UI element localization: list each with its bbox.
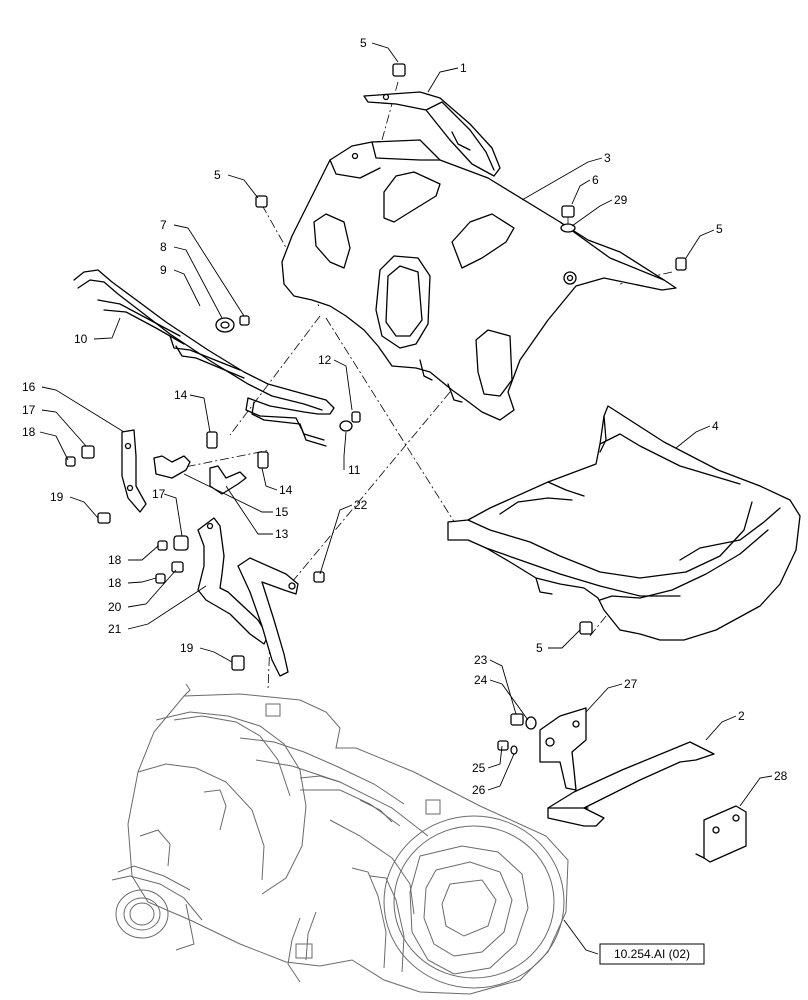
callout-23: 23	[474, 653, 488, 667]
callout-19: 19	[180, 641, 194, 655]
callout-14: 14	[279, 483, 293, 497]
callout-18: 18	[22, 425, 36, 439]
bracket-16	[121, 429, 147, 513]
callout-29: 29	[614, 193, 628, 207]
hoses	[153, 431, 269, 495]
callout-2: 2	[738, 709, 745, 723]
callout-13: 13	[275, 527, 289, 541]
tube-frame-10	[73, 269, 335, 447]
callout-8: 8	[160, 240, 167, 254]
callout-5: 5	[360, 36, 367, 50]
callout-25: 25	[472, 761, 486, 775]
shield-2	[547, 741, 715, 827]
callout-12: 12	[318, 353, 332, 367]
callout-5: 5	[214, 168, 221, 182]
callout-labels: 5 1 3 5 6 29 5 7 8 9 10 12 16 17 18 14 1…	[22, 36, 788, 797]
callout-5: 5	[716, 222, 723, 236]
bracket-21	[155, 517, 325, 677]
callout-11: 11	[348, 463, 361, 477]
upper-bracket-1	[363, 91, 501, 177]
callout-14: 14	[174, 388, 188, 402]
callout-20: 20	[108, 600, 122, 614]
lower-heat-shield-4	[447, 405, 801, 641]
callout-7: 7	[160, 218, 167, 232]
callout-17: 17	[22, 403, 36, 417]
callout-4: 4	[712, 419, 719, 433]
upper-heat-shield-3	[281, 139, 677, 421]
callout-16: 16	[22, 380, 36, 394]
callout-19: 19	[50, 490, 64, 504]
bolts-left	[65, 445, 111, 524]
bolts-5	[255, 63, 687, 635]
callout-6: 6	[592, 173, 599, 187]
callout-3: 3	[604, 151, 611, 165]
callout-26: 26	[472, 783, 486, 797]
callout-15: 15	[275, 505, 289, 519]
bracket-28	[695, 805, 747, 863]
leader-lines	[39, 42, 773, 955]
callout-10: 10	[74, 332, 88, 346]
reference-label[interactable]: 10.254.AI (02)	[614, 947, 690, 961]
callout-22: 22	[354, 498, 368, 512]
aftertreatment-canister	[111, 683, 569, 995]
callout-18: 18	[108, 576, 122, 590]
plate-27	[497, 707, 587, 791]
callout-21: 21	[108, 622, 122, 636]
fittings	[215, 315, 361, 432]
callout-9: 9	[160, 263, 167, 277]
callout-5: 5	[536, 641, 543, 655]
callout-1: 1	[460, 61, 467, 75]
callout-27: 27	[624, 677, 638, 691]
callout-24: 24	[474, 673, 488, 687]
callout-18: 18	[108, 553, 122, 567]
reference-box[interactable]: 10.254.AI (02)	[599, 943, 705, 965]
callout-17: 17	[152, 487, 166, 501]
callout-28: 28	[774, 769, 788, 783]
